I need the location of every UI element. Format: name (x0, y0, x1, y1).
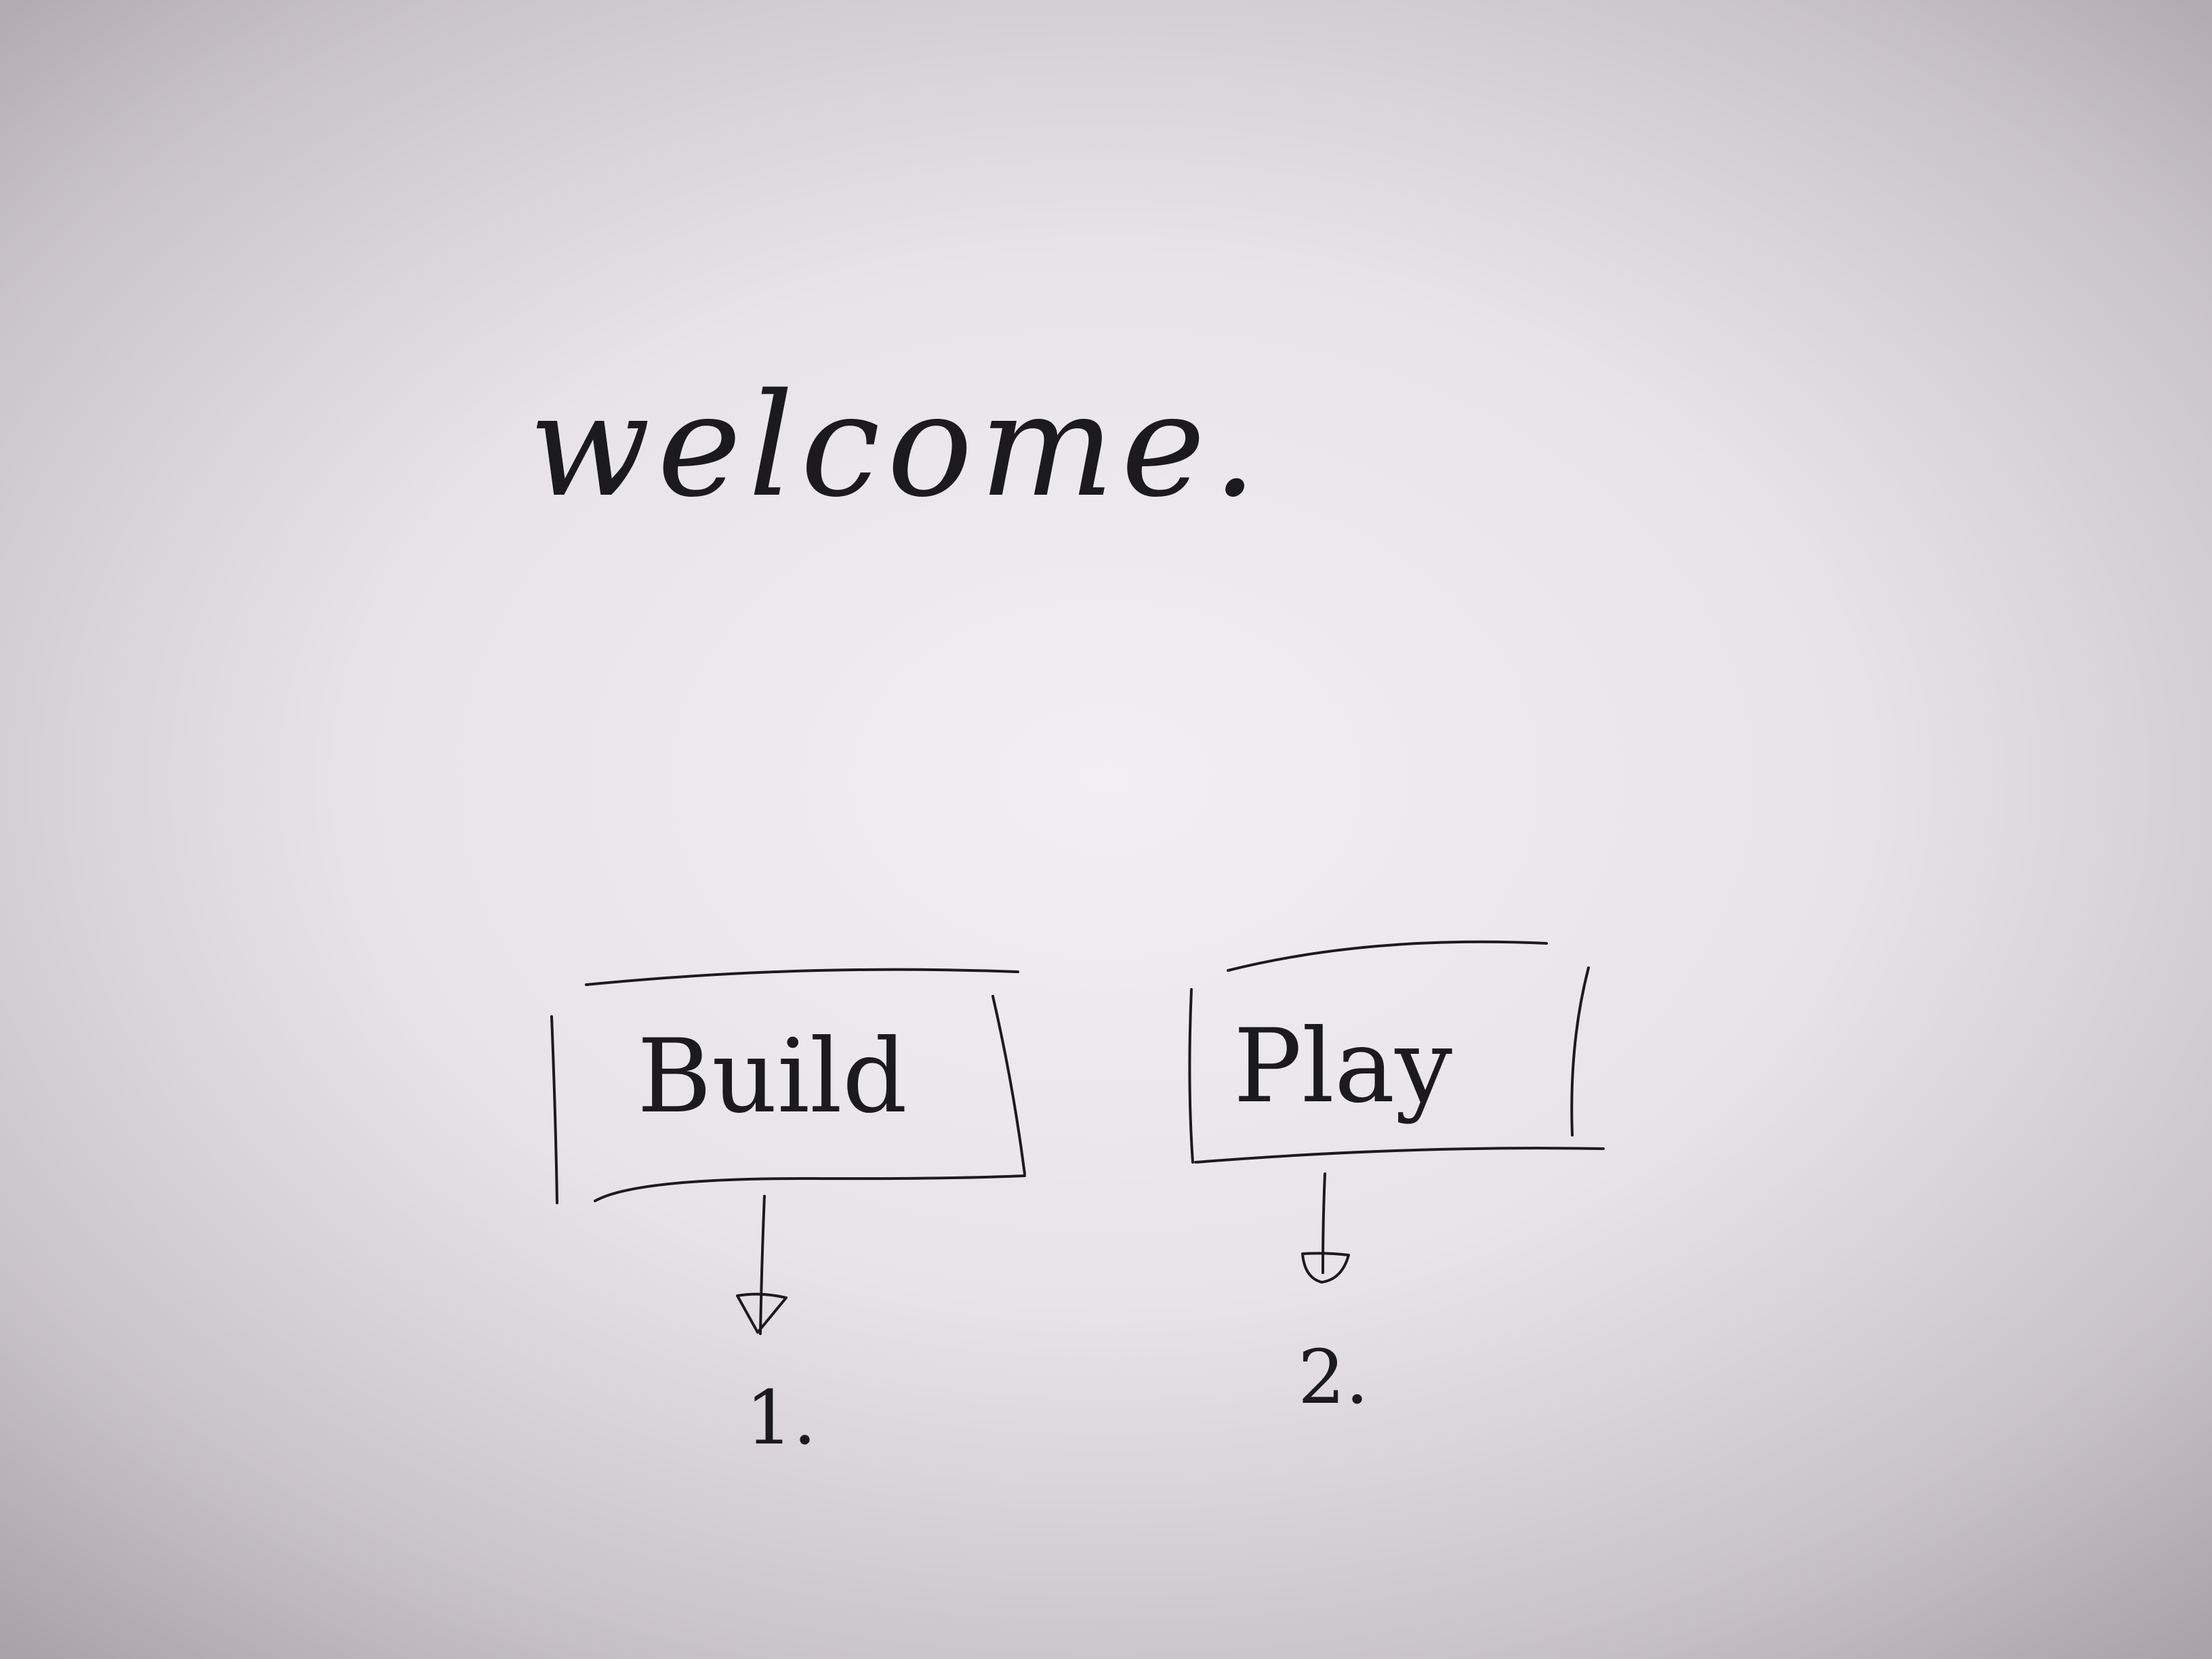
play-button-top-edge (1227, 940, 1548, 972)
play-arrow-head (1301, 1252, 1350, 1284)
play-button-label: Play (1233, 1008, 1452, 1126)
play-button[interactable]: Play (1188, 940, 1605, 1164)
build-button-left-edge (550, 1015, 558, 1204)
play-target-label: 2. (1298, 1334, 1369, 1420)
play-button-right-edge (1570, 966, 1590, 1136)
build-button-label: Build (637, 1018, 907, 1136)
welcome-title: welcome. (529, 363, 1264, 529)
build-button[interactable]: Build (550, 968, 1026, 1204)
play-button-bottom-edge (1194, 1147, 1605, 1164)
build-flow-arrow (736, 1195, 787, 1335)
build-button-bottom-edge (594, 1174, 1026, 1202)
play-button-left-edge (1188, 988, 1194, 1164)
build-button-right-edge (991, 995, 1026, 1175)
build-arrow-head (736, 1292, 787, 1334)
build-arrow-line (759, 1195, 766, 1335)
play-flow-arrow (1301, 1172, 1350, 1284)
build-button-top-edge (585, 968, 1019, 986)
play-arrow-line (1322, 1172, 1326, 1274)
build-target-label: 1. (745, 1374, 817, 1461)
